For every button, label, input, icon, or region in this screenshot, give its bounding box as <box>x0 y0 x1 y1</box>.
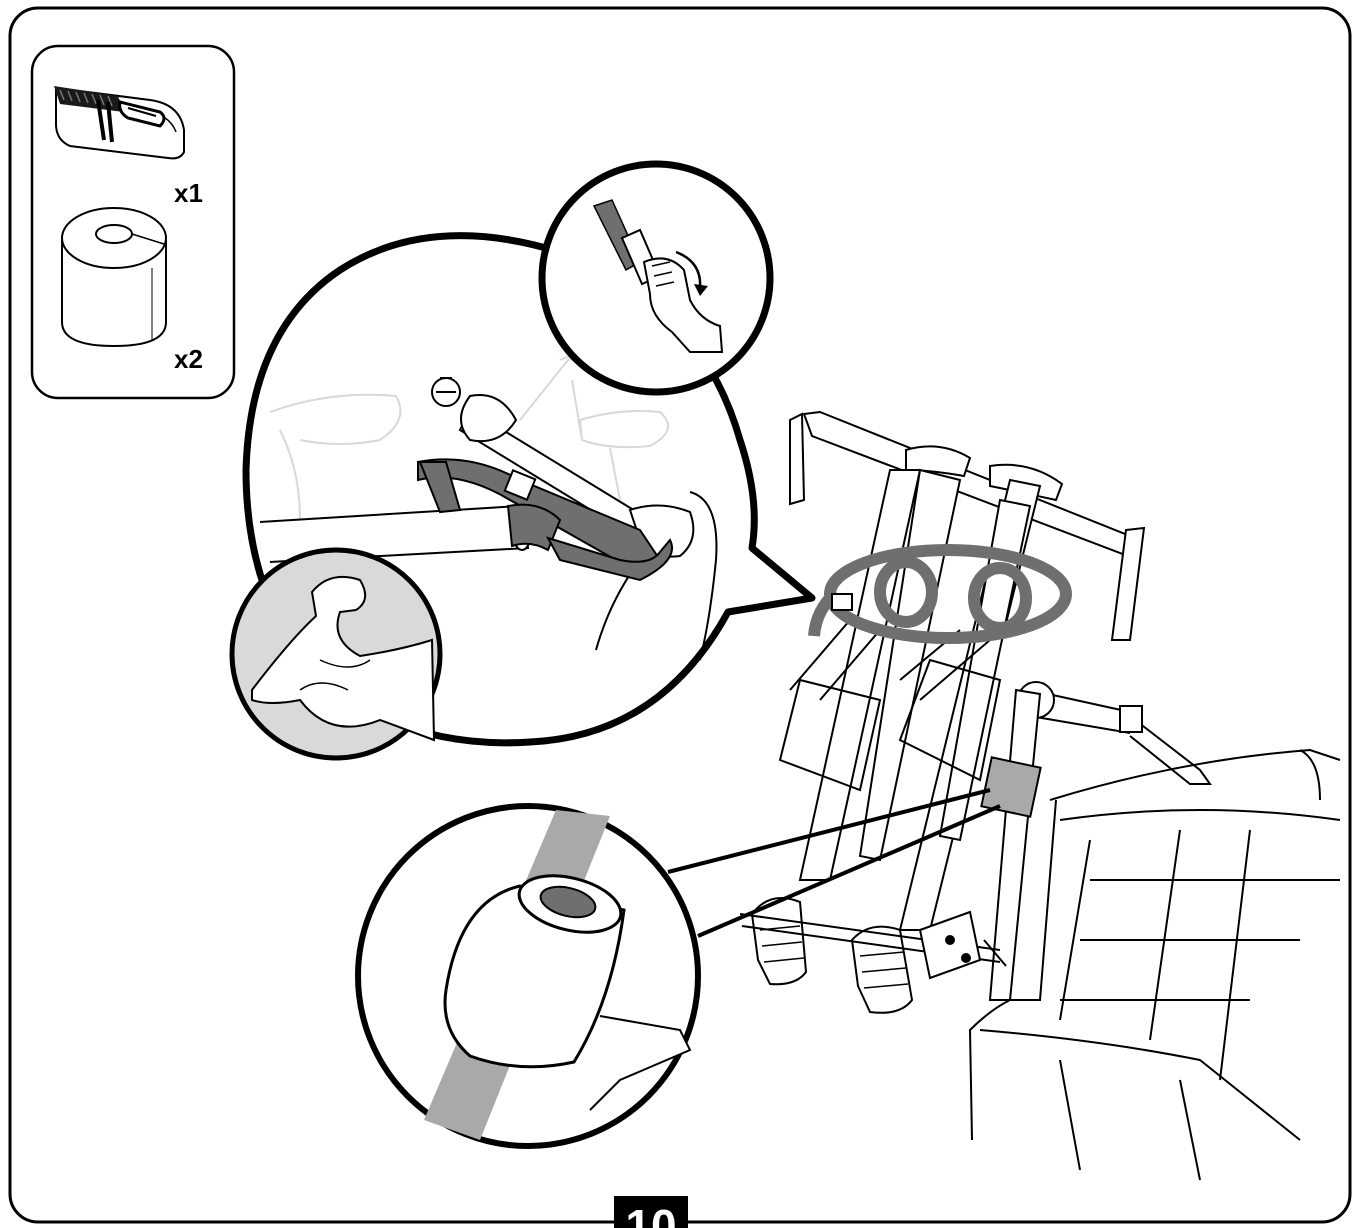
bike-carrier-drawing <box>739 410 1341 1181</box>
inset-foam-pad <box>355 803 701 1149</box>
inset-flexed-arm <box>229 547 443 761</box>
inset-tighten-buckle <box>538 160 774 396</box>
tape-roll-icon <box>61 207 167 348</box>
step-number-badge: 10 <box>614 1196 688 1228</box>
parts-box: x1 x2 <box>30 44 236 400</box>
strap-icon <box>54 86 185 160</box>
tape-quantity: x2 <box>174 344 203 374</box>
step-number: 10 <box>625 1200 676 1228</box>
strap-quantity: x1 <box>174 178 203 208</box>
foam-pad-marker <box>667 756 1042 938</box>
strap-loops <box>808 544 1072 644</box>
